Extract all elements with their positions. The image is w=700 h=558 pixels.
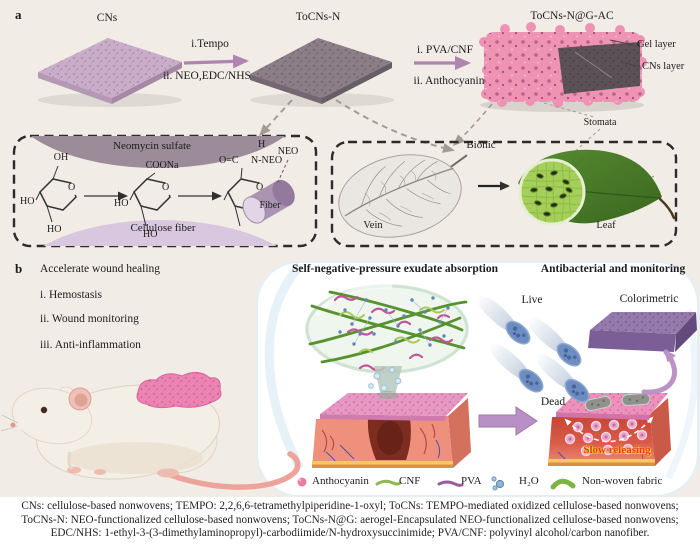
bullet-hemostasis: i. Hemostasis xyxy=(40,289,102,301)
figure-caption: CNs: cellulose-based nonwovens; TEMPO: 2… xyxy=(21,500,679,540)
pva-strands xyxy=(333,295,454,372)
absorption-title: Self-negative-pressure exudate absorptio… xyxy=(292,263,498,275)
oh-label: OH xyxy=(53,152,69,163)
dead-bacteria xyxy=(584,392,651,412)
vein-leaf xyxy=(338,154,468,238)
stomata-inset xyxy=(518,158,586,226)
mouse-dressing-patch xyxy=(136,372,222,409)
vein-label: Vein xyxy=(363,220,383,231)
colorimetric-label: Colorimetric xyxy=(619,293,679,305)
dead-label: Dead xyxy=(540,396,566,408)
live-label: Live xyxy=(521,294,543,306)
reaction-arrow-1 xyxy=(183,54,249,69)
bionic-label: Bionic xyxy=(466,139,496,151)
colorimetric-arrow xyxy=(641,349,677,395)
step2-i-label: i. PVA/CNF xyxy=(416,44,474,56)
ring-o-label-1: O xyxy=(68,182,76,193)
dashed-arrow-block-to-bionic xyxy=(452,103,493,147)
tocnsg-label: ToCNs-N@G-AC xyxy=(530,10,614,22)
h-label: H xyxy=(258,139,266,150)
tocns-label: ToCNs-N xyxy=(295,11,341,23)
water-dots xyxy=(338,296,450,347)
cns-nonwoven-slab xyxy=(38,38,182,104)
anthocyanin-swatch xyxy=(297,477,307,487)
wound-block-before xyxy=(312,391,471,468)
figure-artwork xyxy=(0,0,700,497)
legend-icons xyxy=(297,476,576,491)
transition-arrow xyxy=(478,406,538,436)
stomata-label: Stomata xyxy=(583,117,617,128)
ho-label-1: HO xyxy=(20,196,35,207)
fiber-cylinder xyxy=(242,179,295,224)
aerogel-block xyxy=(479,22,647,108)
ho-label-4: HO xyxy=(143,229,158,240)
cns-layer-label: CNs layer xyxy=(642,61,685,72)
neomycin-label: Neomycin sulfate xyxy=(113,140,191,152)
network-ellipse xyxy=(305,283,469,374)
bullet-antiinflammation: iii. Anti-inflammation xyxy=(40,339,141,351)
oc-label: O=C xyxy=(219,155,239,166)
cnf-fibers xyxy=(308,290,468,364)
panel-a-tag: a xyxy=(15,7,22,22)
coona-label: COONa xyxy=(145,160,179,171)
step1-ii-label: ii. NEO,EDC/NHS xyxy=(163,70,251,82)
panel-a-art xyxy=(12,22,678,248)
light-fibers xyxy=(339,306,445,353)
step2-ii-label: ii. Anthocyanin xyxy=(413,75,485,87)
dashed-arrow-to-bionic xyxy=(335,99,455,153)
legend-pva-label: PVA xyxy=(461,475,482,487)
fiber-label: Fiber xyxy=(259,200,281,211)
pva-swatch xyxy=(437,480,464,487)
panel-b-tag: b xyxy=(15,261,23,276)
panel-b-art xyxy=(297,283,697,491)
absorption-funnel xyxy=(368,366,402,399)
neo-label: NEO xyxy=(277,146,299,157)
ring-o-label-2: O xyxy=(162,182,170,193)
ho-label-2: HO xyxy=(47,224,62,235)
cnf-swatch xyxy=(375,479,402,486)
h2o-swatch xyxy=(491,476,505,491)
tocns-slab xyxy=(250,38,392,104)
cellulose-label: Cellulose fiber xyxy=(130,222,196,234)
legend-h2o-label: H₂O xyxy=(519,475,539,487)
step1-i-label: i.Tempo xyxy=(191,38,229,50)
water-links xyxy=(351,299,449,346)
legend-anthocyanin-label: Anthocyanin xyxy=(312,475,369,487)
bond-stubs xyxy=(35,165,243,227)
leaf-label: Leaf xyxy=(596,220,616,231)
wound-block-after xyxy=(548,392,671,466)
dashed-arrow-to-chem xyxy=(258,99,293,137)
nonwoven-swatch xyxy=(550,478,576,490)
cns-label: CNs xyxy=(96,12,118,24)
ho-label-3: HO xyxy=(114,198,129,209)
mouse-illustration xyxy=(0,372,301,490)
legend-nonwoven-label: Non-woven fabric xyxy=(582,475,663,487)
gel-layer-label: Gel layer xyxy=(637,39,676,50)
ring-o-label-3: O xyxy=(256,182,264,193)
slow-releasing-label: Slow releasing xyxy=(583,444,651,456)
legend-cnf-label: CNF xyxy=(399,475,421,487)
antibacterial-title: Antibacterial and monitoring xyxy=(540,263,686,275)
n-neo-label: N-NEO xyxy=(251,155,283,166)
colorimetric-slab xyxy=(588,312,697,352)
bullet-accelerate: Accelerate wound healing xyxy=(40,263,161,275)
bullet-monitoring: ii. Wound monitoring xyxy=(40,313,139,325)
